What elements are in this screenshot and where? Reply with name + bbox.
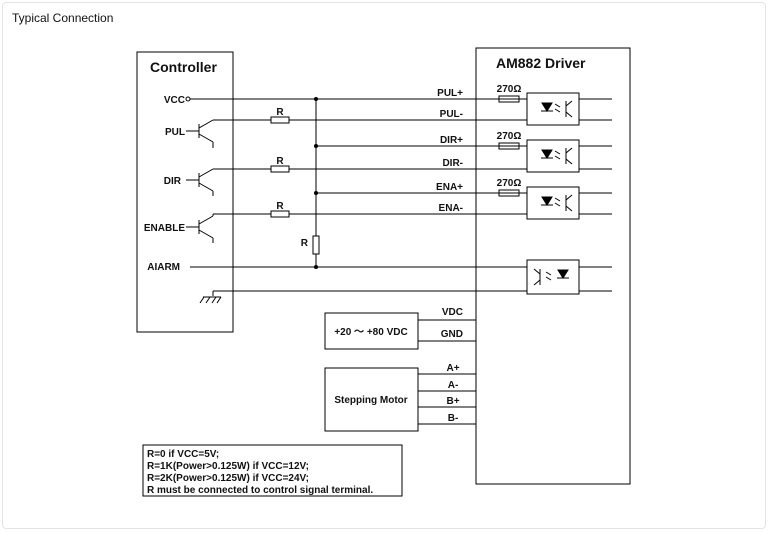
note-line: R=1K(Power>0.125W) if VCC=12V; <box>147 461 309 472</box>
driver-box <box>475 47 631 485</box>
optocoupler-alarm-symbol <box>533 268 569 286</box>
dir-label: DIR <box>164 176 182 187</box>
notes-box <box>142 444 403 497</box>
alarm-label: AIARM <box>147 262 180 273</box>
ground-icon <box>199 296 222 304</box>
resistor-pullup <box>312 235 320 255</box>
note-line: R must be connected to control signal te… <box>147 485 373 496</box>
driver-title: AM882 Driver <box>496 55 586 71</box>
optocoupler-pul-symbol <box>541 100 573 118</box>
optocoupler-alarm <box>526 259 580 295</box>
optocoupler-ena <box>526 186 580 220</box>
junction-dots <box>314 97 318 269</box>
driver-resistor-dir <box>498 142 520 150</box>
optocoupler-ena-symbol <box>541 194 573 212</box>
dir-minus-label: DIR- <box>442 158 463 169</box>
driver-resistor-pul-label: 270Ω <box>497 84 522 95</box>
pul-plus-label: PUL+ <box>437 88 463 99</box>
b-plus-label: B+ <box>446 396 459 407</box>
controller-title: Controller <box>150 59 217 75</box>
note-line: R=0 if VCC=5V; <box>147 449 219 460</box>
gnd-label: GND <box>441 329 463 340</box>
dir-transistor <box>186 168 214 196</box>
pul-transistor <box>186 119 214 148</box>
a-plus-label: A+ <box>446 363 459 374</box>
power-supply-label: +20 ～ +80 VDC <box>334 327 407 338</box>
ena-plus-label: ENA+ <box>436 182 463 193</box>
pul-label: PUL <box>165 127 185 138</box>
vcc-terminal <box>185 96 191 102</box>
optocoupler-dir-symbol <box>541 147 573 165</box>
note-line: R=2K(Power>0.125W) if VCC=24V; <box>147 473 309 484</box>
stepping-motor-box <box>324 367 419 432</box>
driver-resistor-ena <box>498 189 520 197</box>
stepping-motor-label: Stepping Motor <box>334 395 407 406</box>
controller-box <box>136 51 234 333</box>
page-title: Typical Connection <box>12 11 114 25</box>
enable-transistor <box>186 215 214 243</box>
resistor-pullup-label: R <box>301 238 309 249</box>
driver-resistor-pul <box>498 95 520 103</box>
optocoupler-dir <box>526 139 580 173</box>
vdc-label: VDC <box>442 307 463 318</box>
resistor-pul-label: R <box>276 107 284 118</box>
a-minus-label: A- <box>448 380 459 391</box>
enable-label: ENABLE <box>144 223 185 234</box>
ena-minus-label: ENA- <box>439 203 463 214</box>
b-minus-label: B- <box>448 413 459 424</box>
resistor-ena-label: R <box>276 201 284 212</box>
vcc-label: VCC <box>164 95 185 106</box>
dir-plus-label: DIR+ <box>440 135 463 146</box>
resistor-dir-label: R <box>276 156 284 167</box>
driver-resistor-ena-label: 270Ω <box>497 178 522 189</box>
power-supply-box <box>324 312 419 350</box>
optocoupler-pul <box>526 92 580 126</box>
pul-minus-label: PUL- <box>440 109 463 120</box>
driver-resistor-dir-label: 270Ω <box>497 131 522 142</box>
